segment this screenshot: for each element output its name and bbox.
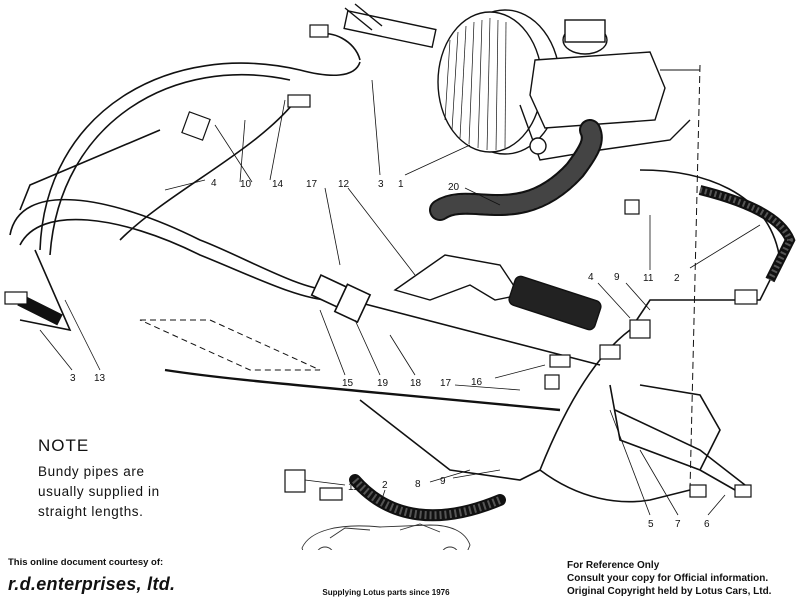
callout-9-mid: 9 (614, 272, 620, 283)
logo-tagline: Supplying Lotus parts since 1976 (322, 588, 450, 597)
callout-18: 18 (410, 378, 422, 389)
note-title: NOTE (38, 436, 90, 455)
callout-15: 15 (342, 378, 354, 389)
consult-line: Consult your copy for Official informati… (567, 573, 769, 584)
callout-16: 16 (471, 377, 483, 388)
callout-5: 5 (648, 519, 654, 530)
lotus-car-logo (301, 523, 471, 550)
brake-system-diagram: 3 1 20 10 14 4 17 12 11 2 4 9 3 13 15 19… (4, 3, 796, 550)
callout-11-right: 11 (643, 273, 654, 284)
copyright-line: Original Copyright held by Lotus Cars, L… (567, 586, 772, 597)
callout-4-mid: 4 (588, 272, 594, 283)
pipe-fittings (4, 24, 758, 501)
callout-20: 20 (448, 182, 460, 193)
callout-19: 19 (377, 378, 389, 389)
handbrake-lever (393, 254, 602, 331)
callout-10: 10 (240, 179, 252, 190)
note-block: NOTE Bundy pipes are usually supplied in… (38, 436, 188, 522)
callout-labels: 3 1 20 10 14 4 17 12 11 2 4 9 3 13 15 19… (70, 178, 710, 530)
callout-3-left: 3 (70, 373, 76, 384)
callout-8: 8 (415, 479, 421, 490)
footer-courtesy: This online document courtesy of: r.d.en… (8, 557, 175, 595)
callout-2-bottom: 2 (382, 480, 388, 491)
callout-7: 7 (675, 519, 681, 530)
servo-vacuum-hose (429, 119, 603, 221)
callout-9-bottom: 9 (440, 476, 446, 487)
handbrake-cables (9, 129, 601, 366)
note-text: Bundy pipes are usually supplied in stra… (38, 464, 160, 519)
callout-17-low: 17 (440, 378, 452, 389)
courtesy-line: This online document courtesy of: (8, 557, 164, 568)
brake-servo (343, 3, 691, 161)
callout-12: 12 (338, 179, 350, 190)
callout-17-top: 17 (306, 179, 318, 190)
callout-13: 13 (94, 373, 106, 384)
callout-2-right: 2 (674, 273, 680, 284)
footer-logo-caption: Supplying Lotus parts since 1976 (296, 548, 476, 597)
callout-leaders (39, 79, 761, 516)
callout-3-top: 3 (378, 179, 384, 190)
callout-1: 1 (398, 179, 404, 190)
company-name: r.d.enterprises, ltd. (8, 574, 176, 594)
callout-6: 6 (704, 519, 710, 530)
callout-14: 14 (272, 179, 284, 190)
reference-line: For Reference Only (567, 560, 660, 571)
brake-pipes (19, 33, 781, 503)
callout-11-bottom: 11 (348, 482, 359, 493)
footer-disclaimer: For Reference Only Consult your copy for… (567, 559, 771, 598)
callout-4-top: 4 (211, 178, 217, 189)
